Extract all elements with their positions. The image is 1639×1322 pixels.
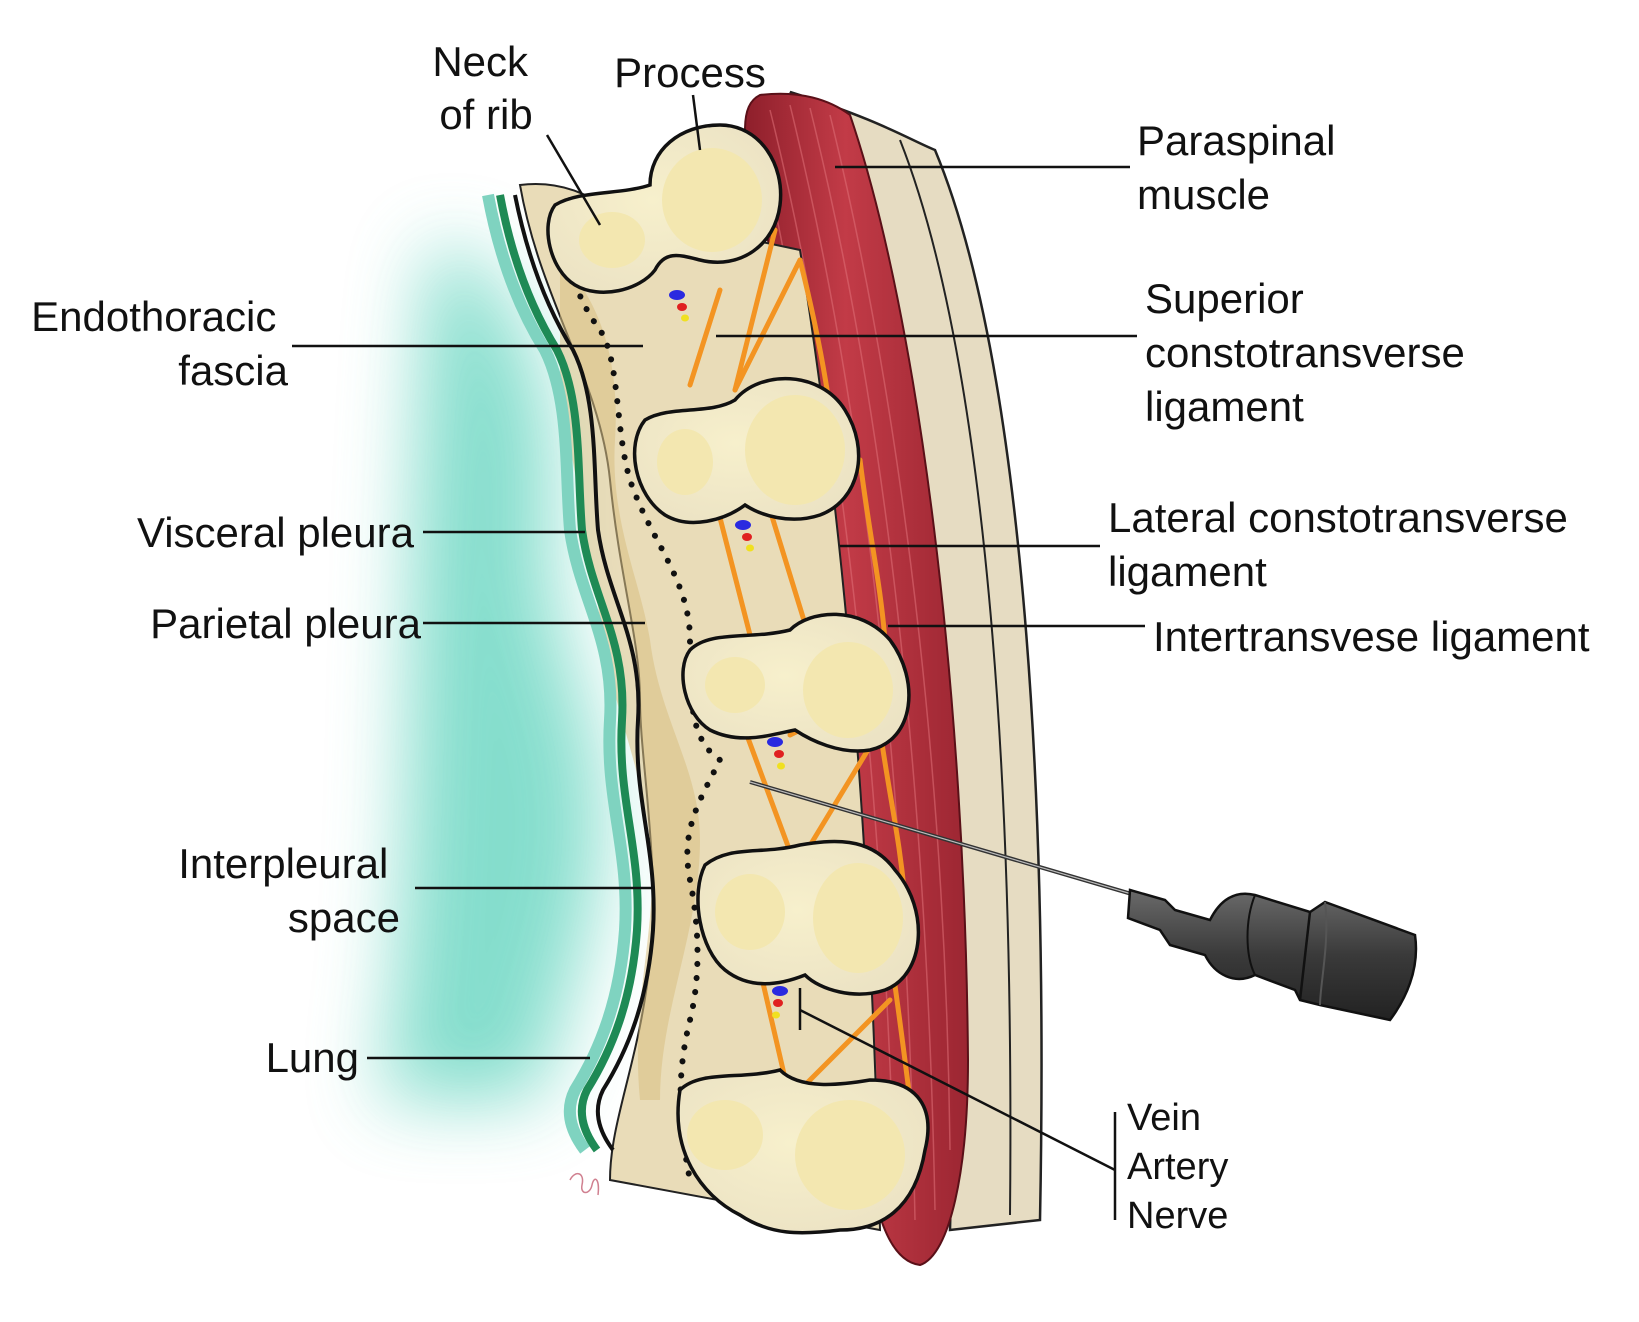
vertebrae xyxy=(546,123,930,1235)
label-endothoracic-fascia: Endothoracic fascia xyxy=(31,293,288,394)
bundle-3 xyxy=(767,737,785,770)
artist-signature xyxy=(569,1173,600,1196)
label-visceral-pleura: Visceral pleura xyxy=(137,509,415,556)
vertebra-2 xyxy=(632,376,861,525)
label-process: Process xyxy=(614,49,766,96)
labels: Neck of rib Process Paraspinal muscle En… xyxy=(31,38,1590,1237)
vertebra-4 xyxy=(696,839,921,996)
neurovascular-bundles xyxy=(669,290,788,1019)
label-interpleural-space: Interpleural space xyxy=(178,840,400,941)
vertebra-5 xyxy=(676,1068,930,1235)
parietal-pleura-line xyxy=(513,194,656,1152)
label-lung: Lung xyxy=(266,1034,359,1081)
label-intertransverse-ligament: Intertransvese ligament xyxy=(1153,613,1590,660)
bundle-2 xyxy=(735,520,754,552)
label-superior-ligament: Superior constotransverse ligament xyxy=(1145,275,1477,430)
label-lateral-ligament: Lateral constotransverse ligament xyxy=(1108,494,1580,595)
label-parietal-pleura: Parietal pleura xyxy=(150,600,421,647)
leader-lines xyxy=(292,94,1145,1220)
bundle-4 xyxy=(772,986,788,1019)
vertebra-1 xyxy=(546,123,783,294)
needle-hub xyxy=(1126,888,1418,1022)
visceral-pleura-line xyxy=(482,193,632,1154)
needle xyxy=(749,780,1418,1022)
label-paraspinal-muscle: Paraspinal muscle xyxy=(1137,117,1347,218)
bundle-1 xyxy=(669,290,689,322)
label-vessels: Vein Artery Nerve xyxy=(1127,1097,1239,1237)
label-neck-of-rib: Neck of rib xyxy=(432,38,539,138)
pleura xyxy=(482,193,656,1154)
vertebra-3 xyxy=(681,612,911,753)
